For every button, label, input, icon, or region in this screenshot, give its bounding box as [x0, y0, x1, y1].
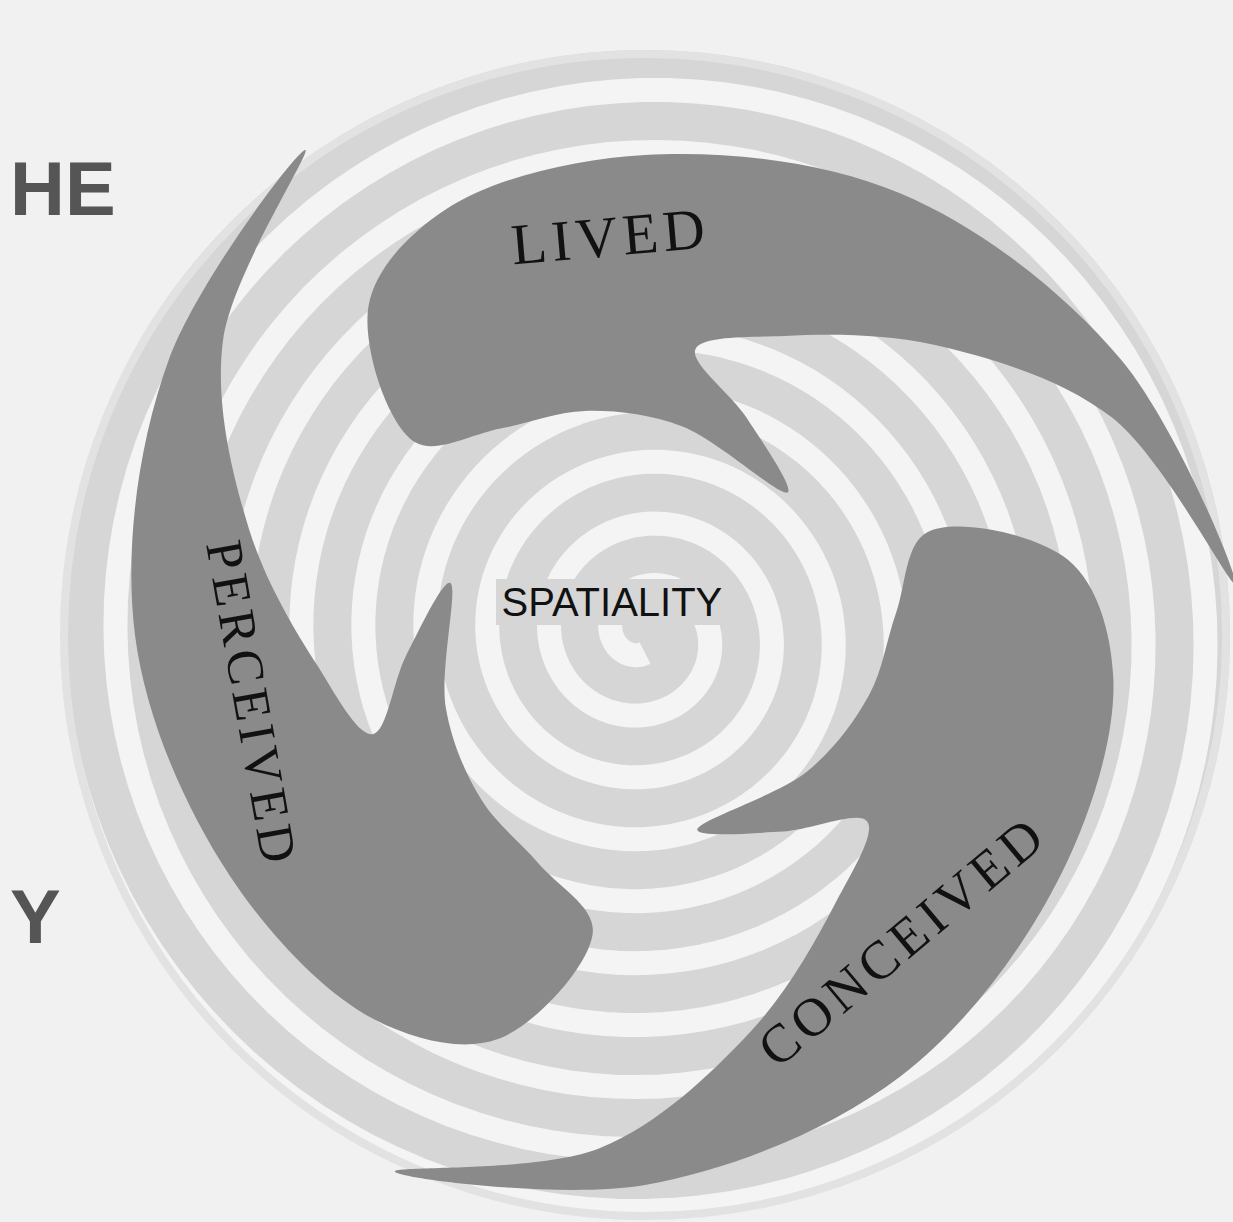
- swirl-arm: [395, 527, 1114, 1190]
- outer-ring: [64, 54, 1226, 1216]
- spiral-band: [53, 28, 1233, 1211]
- heading-fragment: Y: [4, 876, 67, 958]
- heading-fragment: HE: [4, 148, 122, 230]
- center-label: SPATIALITY: [496, 579, 729, 625]
- swirl-arm: [367, 154, 1233, 584]
- spiral-disk: [60, 50, 1230, 1220]
